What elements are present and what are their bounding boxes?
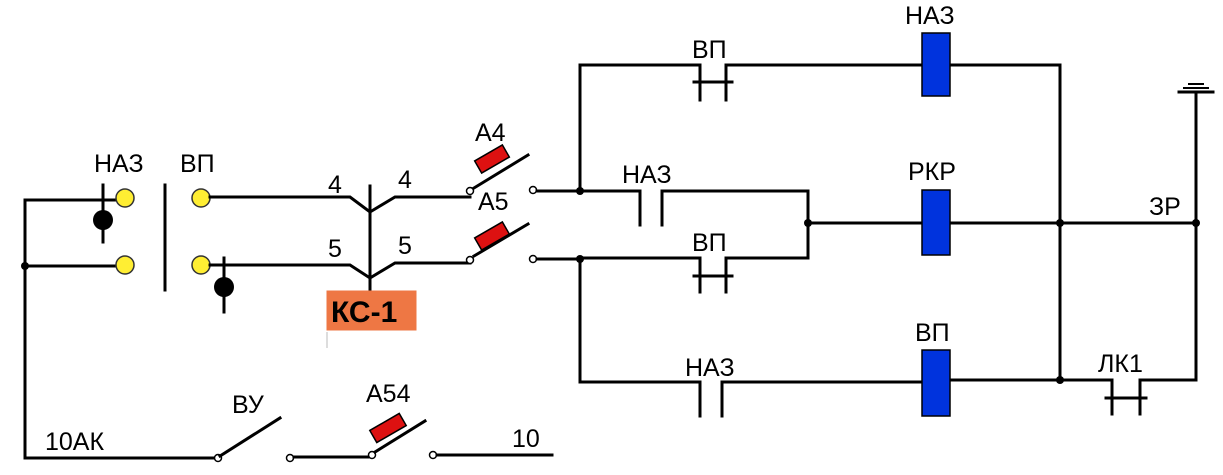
naz-coil (921, 32, 951, 97)
vp-left-switch (191, 188, 234, 314)
bottom-line (23, 412, 554, 463)
a4-contact (465, 143, 538, 196)
wire5-label-a: 5 (328, 235, 342, 263)
wire-4 (208, 195, 472, 214)
naz-left-label: НАЗ (94, 150, 144, 178)
vp-left-label: ВП (180, 150, 215, 178)
a54-label: А54 (366, 380, 411, 408)
wire-5 (208, 261, 472, 280)
zr-label: ЗР (1149, 193, 1181, 221)
ground-icon (1177, 83, 1215, 94)
lk1-contact (1104, 378, 1148, 416)
right-wiring (535, 63, 1200, 384)
vp-mid-label: ВП (692, 229, 727, 257)
rkr-label: РКР (908, 158, 956, 186)
vp-top-contact (692, 63, 734, 102)
a5-label: А5 (478, 188, 509, 216)
lk1-label: ЛК1 (1098, 350, 1143, 378)
wire5-label-b: 5 (398, 232, 412, 260)
naz-bot-label: НАЗ (685, 354, 735, 382)
wire10ak-label: 10АК (45, 428, 104, 456)
wire4-label-a: 4 (328, 171, 342, 199)
vp-bot-label: ВП (915, 319, 950, 347)
ks-label: КС-1 (331, 296, 397, 329)
ks-switch (326, 184, 417, 348)
left-bus (21, 198, 122, 460)
vp-coil (921, 349, 951, 417)
a5-contact (465, 220, 538, 265)
naz-left-switch (93, 183, 167, 292)
wire10-label: 10 (512, 425, 540, 453)
naz-top-label: НАЗ (905, 2, 955, 30)
vp-mid-contact (692, 256, 734, 294)
naz-mid-contact (638, 189, 664, 227)
rkr-coil (921, 189, 951, 256)
naz-bot-contact (698, 380, 724, 418)
vp-top-label: ВП (692, 36, 727, 64)
a4-label: А4 (475, 119, 506, 147)
wire4-label-b: 4 (398, 166, 412, 194)
vu-label: ВУ (232, 391, 264, 419)
naz-mid-label: НАЗ (622, 161, 672, 189)
